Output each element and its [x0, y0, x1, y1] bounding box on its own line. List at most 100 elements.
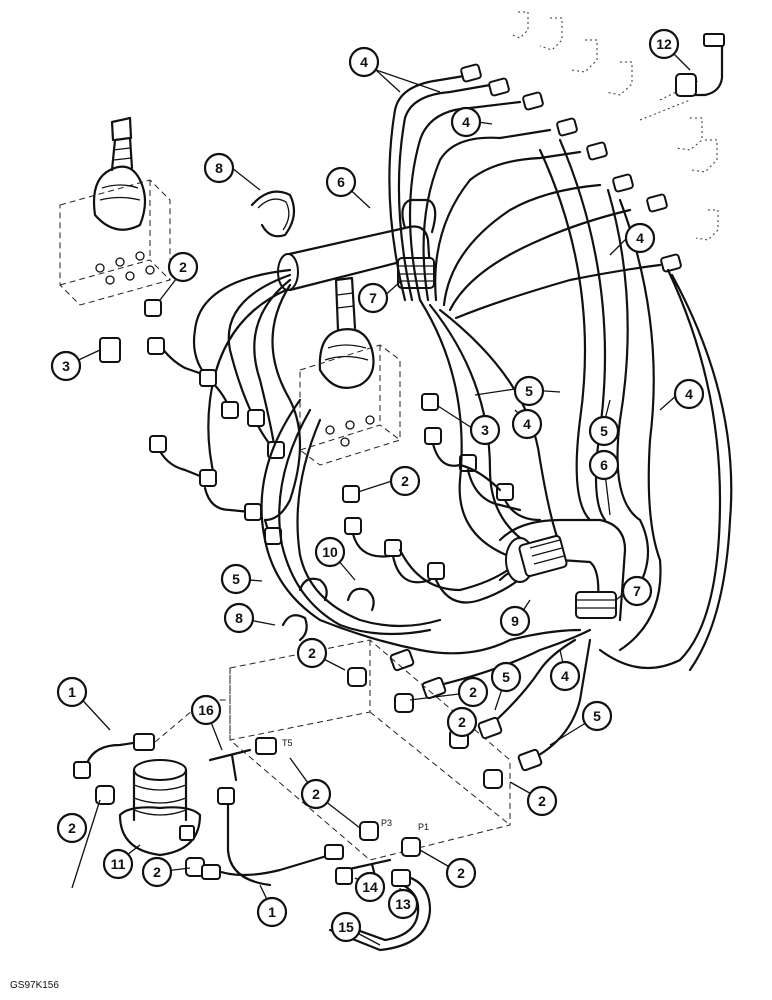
callout-2: 2 — [526, 785, 558, 817]
callout-7: 7 — [621, 575, 653, 607]
callout-2-label: 2 — [153, 864, 161, 880]
hydraulic-manifold — [229, 639, 511, 861]
center-valve-hoses — [342, 393, 542, 604]
hose-bundle-upper — [388, 63, 682, 320]
callout-16-label: 16 — [198, 702, 214, 718]
callout-2: 2 — [457, 676, 489, 708]
callout-2: 2 — [445, 857, 477, 889]
callout-2-label: 2 — [458, 714, 466, 730]
port-label-p1: P1 — [418, 822, 429, 832]
tee-13-elbow-14-hose-15 — [328, 858, 432, 952]
callout-2: 2 — [56, 812, 88, 844]
callout-2-label: 2 — [179, 259, 187, 275]
callout-5-label: 5 — [600, 423, 608, 439]
left-control-valve — [59, 116, 171, 306]
callout-8-label: 8 — [235, 610, 243, 626]
tee-fitting-16 — [208, 737, 277, 782]
callout-7-label: 7 — [633, 583, 641, 599]
callout-13-label: 13 — [395, 896, 411, 912]
callout-3-label: 3 — [481, 422, 489, 438]
callout-1-label: 1 — [268, 904, 276, 920]
callout-3: 3 — [50, 350, 82, 382]
callout-4-label: 4 — [360, 54, 368, 70]
callout-1: 1 — [56, 676, 88, 708]
hose-1-upper-fitting — [133, 733, 155, 751]
callout-15-label: 15 — [338, 919, 354, 935]
callout-2-label: 2 — [469, 684, 477, 700]
callout-5: 5 — [513, 375, 545, 407]
callout-5-label: 5 — [525, 383, 533, 399]
hose-1-lower-end — [217, 787, 235, 805]
hose-1-return — [226, 793, 272, 887]
callout-11-label: 11 — [111, 856, 126, 872]
callout-5-label: 5 — [232, 571, 240, 587]
figure-code: GS97K156 — [10, 980, 59, 991]
callout-4-label: 4 — [523, 416, 531, 432]
callout-4: 4 — [348, 46, 380, 78]
callout-4: 4 — [511, 408, 543, 440]
callout-2-label: 2 — [457, 865, 465, 881]
callout-2-label: 2 — [68, 820, 76, 836]
hose-1-lower-fitting — [201, 864, 221, 880]
callout-6: 6 — [588, 449, 620, 481]
callout-2-label: 2 — [308, 645, 316, 661]
callout-4: 4 — [673, 378, 705, 410]
callout-14: 14 — [354, 871, 386, 903]
callout-1-label: 1 — [68, 684, 76, 700]
hose-1-upper — [83, 740, 142, 772]
callout-7: 7 — [357, 282, 389, 314]
callout-12: 12 — [648, 28, 680, 60]
port-label-p3: P3 — [381, 818, 392, 828]
callout-8-label: 8 — [215, 160, 223, 176]
callout-2-label: 2 — [312, 786, 320, 802]
port-label-t5: T5 — [282, 738, 293, 748]
callout-8: 8 — [223, 602, 255, 634]
clip-upper — [250, 190, 296, 238]
callout-4-label: 4 — [462, 114, 470, 130]
callout-5-label: 5 — [593, 708, 601, 724]
accumulator-valve-11 — [118, 759, 202, 857]
callout-9-label: 9 — [511, 613, 519, 629]
callout-5: 5 — [588, 415, 620, 447]
center-control-valve — [299, 276, 401, 466]
callout-4: 4 — [624, 222, 656, 254]
callout-4-label: 4 — [636, 230, 644, 246]
callout-6-label: 6 — [600, 457, 608, 473]
callout-5-label: 5 — [502, 669, 510, 685]
callout-2: 2 — [296, 637, 328, 669]
callout-4-label: 4 — [685, 386, 693, 402]
callout-4: 4 — [549, 660, 581, 692]
callout-3-label: 3 — [62, 358, 70, 374]
hose-bundle-middle — [418, 138, 733, 672]
callout-4: 4 — [450, 106, 482, 138]
clip-upper-inner — [257, 198, 290, 231]
callout-2: 2 — [389, 465, 421, 497]
callout-6-label: 6 — [337, 174, 345, 190]
hose-1-lower-fitting2 — [324, 844, 344, 860]
elbow-fitting-12 — [675, 33, 725, 97]
callout-3: 3 — [469, 414, 501, 446]
callout-9: 9 — [499, 605, 531, 637]
callout-11: 11 — [102, 848, 134, 880]
callout-4-label: 4 — [561, 668, 569, 684]
callout-5: 5 — [220, 563, 252, 595]
left-valve-hoses — [99, 268, 302, 545]
lower-left-hoses — [260, 398, 592, 772]
callout-5: 5 — [490, 661, 522, 693]
callout-2: 2 — [141, 856, 173, 888]
callout-16: 16 — [190, 694, 222, 726]
hose-1-upper-end — [73, 761, 91, 779]
callout-bubbles: 4 4 8 6 12 4 2 3 7 3 5 4 5 4 6 2 10 5 8 … — [50, 28, 705, 943]
callout-10-label: 10 — [322, 544, 338, 560]
callout-2: 2 — [300, 778, 332, 810]
callout-1: 1 — [256, 896, 288, 928]
callout-5: 5 — [581, 700, 613, 732]
callout-13: 13 — [387, 888, 419, 920]
callout-2-label: 2 — [401, 473, 409, 489]
callout-2-label: 2 — [538, 793, 546, 809]
callout-6: 6 — [325, 166, 357, 198]
callout-8: 8 — [203, 152, 235, 184]
callout-2: 2 — [446, 706, 478, 738]
